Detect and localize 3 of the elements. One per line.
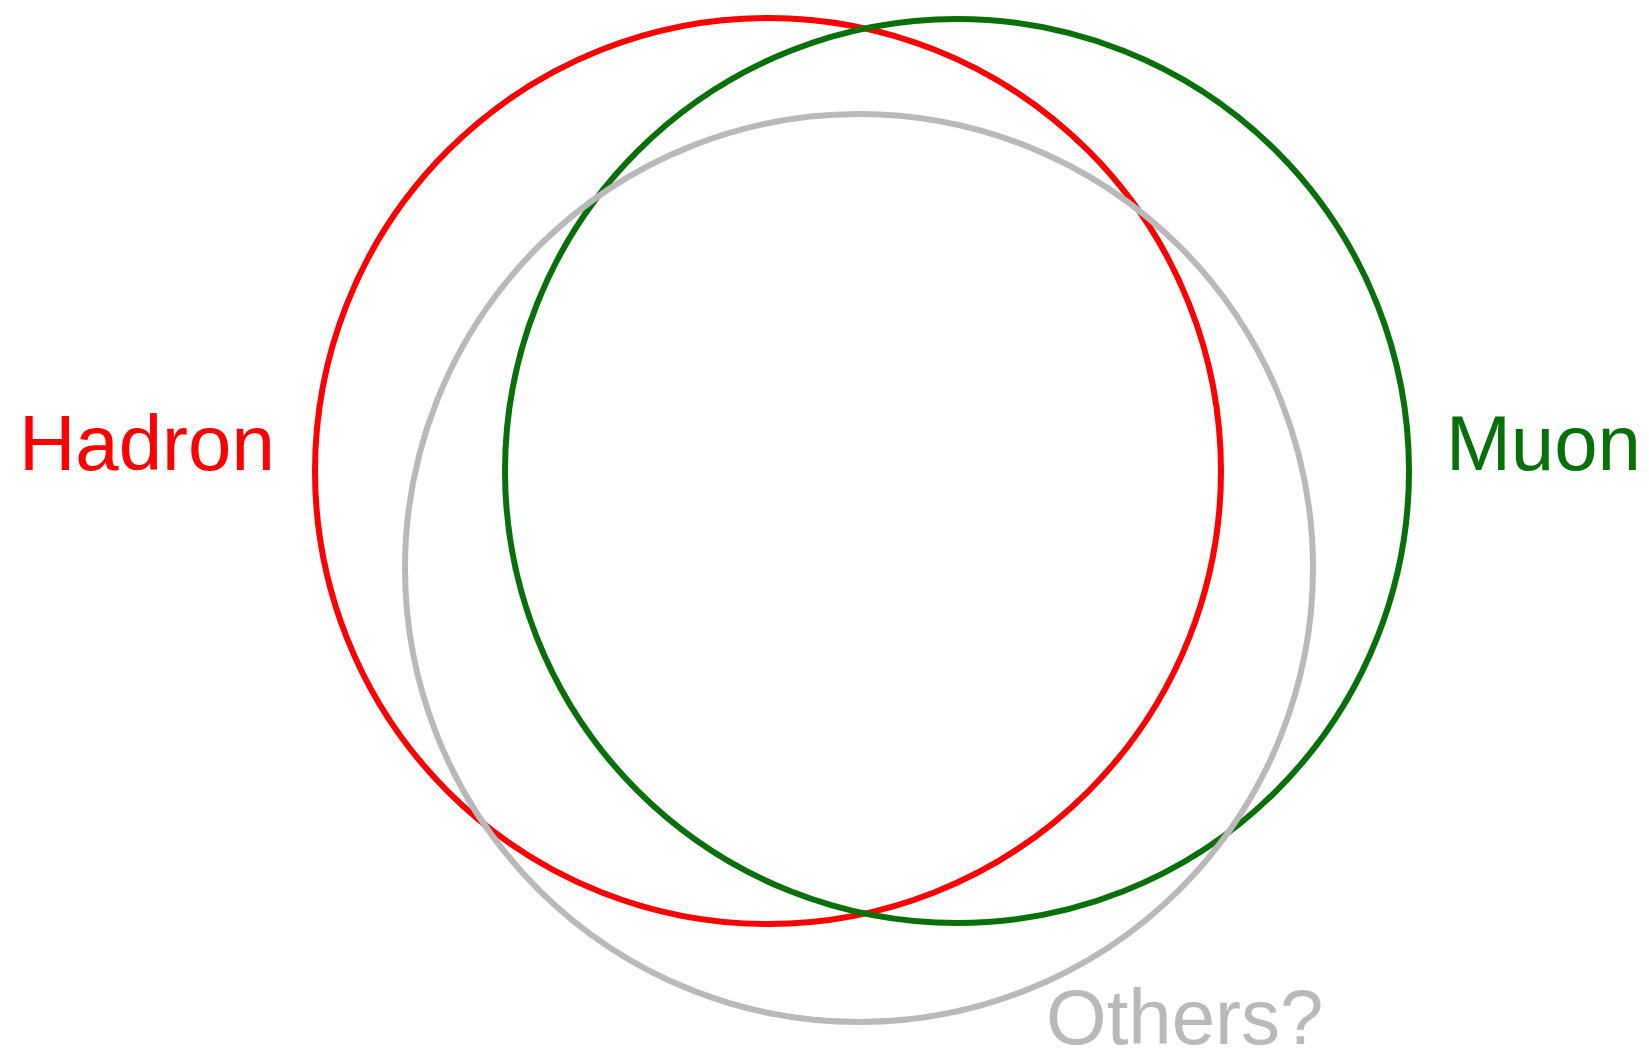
set-label: Others? [1046, 978, 1324, 1054]
set-label: Hadron [19, 404, 275, 482]
set-label: Muon [1445, 404, 1641, 482]
